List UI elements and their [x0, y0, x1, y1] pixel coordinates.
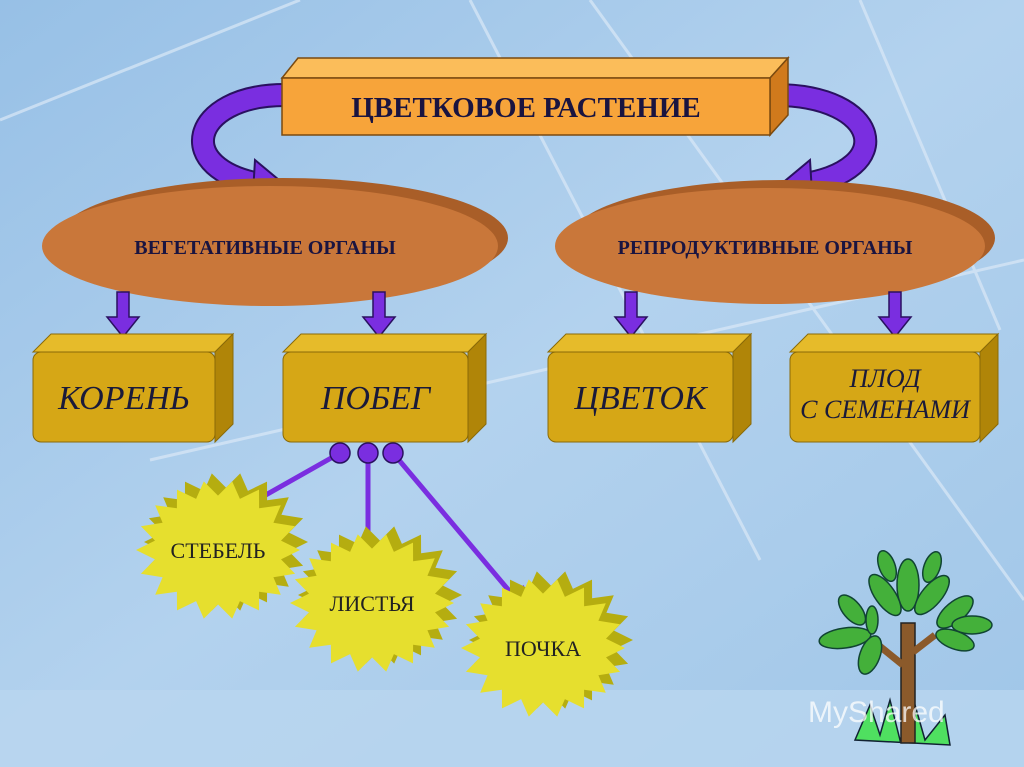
- star-leaves: ЛИСТЬЯ: [290, 526, 462, 672]
- organ-label: КОРЕНЬ: [57, 380, 190, 417]
- organ-box-shoot: ПОБЕГ: [281, 332, 488, 444]
- watermark: MyShared: [808, 696, 945, 729]
- shoot-part-label: ПОЧКА: [505, 636, 581, 661]
- organ-label-line1: ПЛОД: [848, 364, 922, 393]
- shoot-part-label: СТЕБЕЛЬ: [171, 538, 266, 563]
- down-arrows: [105, 291, 913, 339]
- ellipse-vegetative: ВЕГЕТАТИВНЫЕ ОРГАНЫ: [42, 178, 508, 306]
- connector-dots: [329, 442, 404, 464]
- ellipse-reproductive: РЕПРОДУКТИВНЫЕ ОРГАНЫ: [555, 180, 995, 304]
- star-stem: СТЕБЕЛЬ: [136, 473, 308, 619]
- organ-label-line2: С СЕМЕНАМИ: [800, 395, 971, 424]
- tree-icon: [818, 549, 993, 746]
- organ-label: ПОБЕГ: [320, 380, 432, 417]
- organ-label: ЦВЕТОК: [573, 380, 709, 417]
- arrow-to-fruit: [877, 291, 913, 339]
- shoot-part-label: ЛИСТЬЯ: [329, 591, 414, 616]
- arrow-to-flower: [613, 291, 649, 339]
- title-box: ЦВЕТКОВОЕ РАСТЕНИЕ: [280, 56, 790, 137]
- star-bud: ПОЧКА: [461, 571, 633, 717]
- arrow-to-root: [105, 291, 141, 339]
- title-text: ЦВЕТКОВОЕ РАСТЕНИЕ: [351, 92, 701, 124]
- group-label: РЕПРОДУКТИВНЫЕ ОРГАНЫ: [618, 237, 913, 259]
- arrow-to-shoot: [361, 291, 397, 339]
- organ-box-flower: ЦВЕТОК: [546, 332, 753, 444]
- group-label: ВЕГЕТАТИВНЫЕ ОРГАНЫ: [134, 237, 396, 259]
- organ-box-root: КОРЕНЬ: [31, 332, 235, 444]
